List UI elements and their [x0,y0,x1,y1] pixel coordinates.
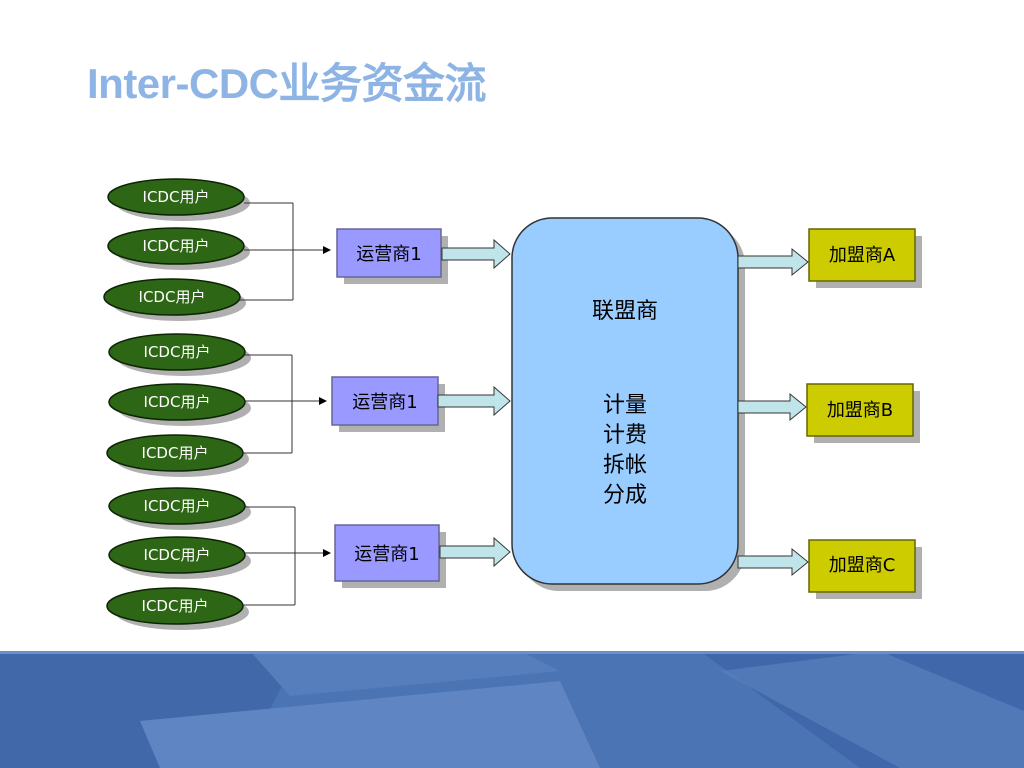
operator-label: 运营商1 [352,392,417,413]
user-label: ICDC用户 [144,546,211,564]
franchisee-node-c: 加盟商C [808,539,922,599]
flow-arrow-operator-3 [439,536,511,568]
alliance-function: 拆帐 [603,453,647,478]
user-connector [243,354,327,454]
footer-decoration [0,651,1024,768]
flow-diagram: ICDC用户 ICDC用户 ICDC用户 ICDC用户 ICDC [103,178,922,630]
user-group-1: ICDC用户 ICDC用户 ICDC用户 [103,178,331,321]
franchisee-node-b: 加盟商B [806,383,920,443]
user-label: ICDC用户 [143,237,210,255]
user-group-2: ICDC用户 ICDC用户 ICDC用户 [106,333,327,477]
franchisee-node-a: 加盟商A [808,228,922,288]
footer-banner [0,651,1024,768]
franchisee-label: 加盟商C [829,555,896,576]
slide-title: Inter-CDC业务资金流 [87,60,487,107]
operator-label: 运营商1 [356,244,421,265]
franchisee-label: 加盟商A [829,245,896,266]
user-connector [243,506,331,606]
user-label: ICDC用户 [142,444,209,462]
user-connector [240,202,331,301]
user-node: ICDC用户 [108,536,251,579]
user-node: ICDC用户 [107,178,250,221]
user-label: ICDC用户 [144,393,211,411]
alliance-function: 分成 [603,483,647,508]
flow-arrow-franchisee-c [737,547,809,577]
alliance-function: 计费 [603,423,647,448]
flow-arrow-franchisee-a [737,247,809,277]
user-node: ICDC用户 [107,227,250,270]
user-node: ICDC用户 [106,587,249,630]
user-node: ICDC用户 [108,383,251,426]
user-node: ICDC用户 [108,487,251,530]
alliance-title: 联盟商 [592,299,658,324]
user-label: ICDC用户 [143,188,210,206]
flow-arrow-operator-2 [437,385,511,417]
user-node: ICDC用户 [103,278,246,321]
user-node: ICDC用户 [108,333,251,376]
operator-node-3: 运营商1 [334,524,446,588]
alliance-function: 计量 [603,393,647,418]
operator-label: 运营商1 [354,544,419,565]
flow-arrow-franchisee-b [737,392,807,422]
operator-node-2: 运营商1 [331,376,445,432]
flow-arrow-operator-1 [441,238,511,270]
user-node: ICDC用户 [106,434,249,477]
user-label: ICDC用户 [139,288,206,306]
user-group-3: ICDC用户 ICDC用户 ICDC用户 [106,487,331,630]
user-label: ICDC用户 [142,597,209,615]
operator-node-1: 运营商1 [336,228,448,284]
user-label: ICDC用户 [144,497,211,515]
franchisee-label: 加盟商B [827,400,893,421]
user-label: ICDC用户 [144,343,211,361]
alliance-node: 联盟商 计量 计费 拆帐 分成 [511,217,745,591]
